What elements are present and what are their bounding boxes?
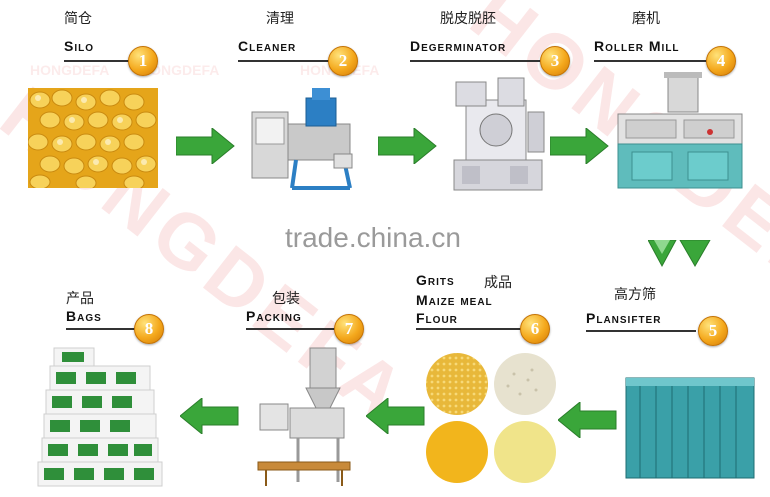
roller-mill-image: [617, 72, 743, 189]
step5-rule: [586, 330, 696, 332]
step4-cn-label: 磨机: [632, 11, 660, 27]
step2-badge: 2: [328, 46, 358, 76]
step7-en-label: Packing: [246, 308, 302, 324]
step3-en-label: Degerminator: [410, 38, 507, 54]
plansifter-image: [625, 377, 755, 479]
cleaner-machine-image: [251, 88, 353, 190]
step8-en-label: Bags: [66, 308, 102, 324]
step7-badge: 7: [334, 314, 364, 344]
step7-rule: [246, 328, 336, 330]
step6-badge: 6: [520, 314, 550, 344]
step1-en-label: Silo: [64, 38, 95, 54]
packing-machine-image: [257, 347, 351, 486]
step2-cn-label: 清理: [266, 11, 294, 27]
step8-cn-label: 产品: [66, 291, 94, 307]
step8-rule: [66, 328, 142, 330]
step3-rule: [410, 60, 540, 62]
step3-badge: 3: [540, 46, 570, 76]
product-samples-image: [426, 353, 556, 483]
step4-en-label: Roller Mill: [594, 38, 680, 54]
arrow-left-icon: [180, 398, 239, 434]
step4-badge: 4: [706, 46, 736, 76]
arrow-down-icon: [648, 240, 711, 268]
arrow-left-icon: [558, 402, 617, 438]
step6-rule: [416, 328, 524, 330]
step7-cn-label: 包装: [272, 291, 300, 307]
step6-en-label-maize-meal: Maize meal: [416, 292, 493, 308]
step8-badge: 8: [134, 314, 164, 344]
step6-en-label-flour: Flour: [416, 310, 458, 326]
step1-rule: [64, 60, 134, 62]
step1-cn-label: 简仓: [64, 11, 92, 27]
brand-watermark-small: HONGDEFA: [30, 62, 110, 78]
stacked-bags-image: [37, 347, 163, 487]
arrow-right-icon: [378, 128, 437, 164]
brand-watermark-small: HONGDEFA: [140, 62, 220, 78]
step4-rule: [594, 60, 706, 62]
corn-kernels-image: [28, 88, 158, 188]
step1-badge: 1: [128, 46, 158, 76]
step3-cn-label: 脱皮脱胚: [440, 11, 496, 27]
step5-en-label: Plansifter: [586, 310, 662, 326]
site-watermark: trade.china.cn: [285, 222, 461, 253]
step6-cn-label: 成品: [484, 275, 512, 291]
arrow-right-icon: [550, 128, 609, 164]
step6-en-label-grits: Grits: [416, 272, 455, 288]
arrow-right-icon: [176, 128, 235, 164]
degerminator-machine-image: [453, 77, 545, 191]
step2-rule: [238, 60, 333, 62]
step5-badge: 5: [698, 316, 728, 346]
step2-en-label: Cleaner: [238, 38, 297, 54]
arrow-left-icon: [366, 398, 425, 434]
step5-cn-label: 高方筛: [614, 287, 656, 303]
